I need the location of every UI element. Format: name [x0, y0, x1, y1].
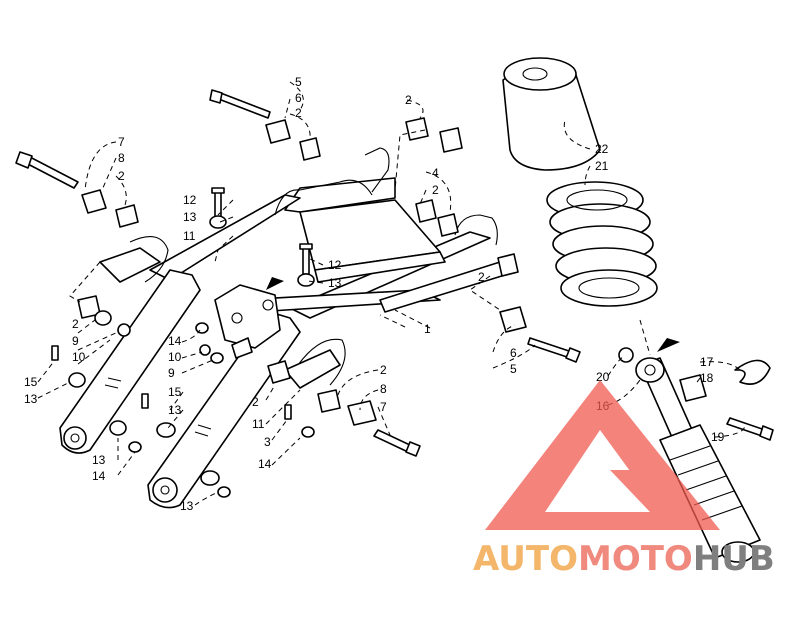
bolt-upper-pivot	[209, 89, 271, 119]
callout-9-left: 9	[72, 334, 79, 348]
callout-14-bottom: 14	[258, 457, 272, 471]
callout-12-top: 12	[183, 193, 197, 207]
callout-13-top: 13	[183, 210, 197, 224]
bump-stop-part	[502, 57, 601, 171]
callout-18: 18	[700, 371, 714, 385]
washers-and-nuts	[51, 215, 634, 498]
callout-6-right: 6	[510, 346, 517, 360]
callout-2-center: 2	[252, 395, 259, 409]
bolt-shock-upper	[527, 337, 581, 363]
callout-21: 21	[595, 159, 609, 173]
callout-2-top: 2	[295, 106, 302, 120]
callout-11-center: 11	[252, 417, 265, 431]
callout-15-mid: 15	[168, 385, 182, 399]
callout-2-lower-right: 2	[380, 363, 387, 377]
callout-1: 1	[424, 322, 431, 336]
callout-7-left: 7	[118, 135, 125, 149]
callout-22: 22	[595, 142, 609, 156]
left-arm-part	[59, 236, 201, 454]
callout-13-left: 13	[24, 392, 38, 406]
callout-11-top: 11	[183, 229, 196, 243]
callout-13-lower-left: 13	[92, 453, 106, 467]
watermark-inner-mark-icon	[610, 470, 690, 512]
callout-10-mid: 10	[168, 350, 182, 364]
bushings	[77, 117, 707, 426]
bolt-right-lower	[373, 429, 421, 457]
callout-14-lower-left: 14	[92, 469, 106, 483]
watermark-word-auto: AUTO	[473, 539, 578, 579]
callout-15-left: 15	[24, 375, 38, 389]
coil-spring-part	[546, 181, 658, 307]
callout-19: 19	[711, 430, 725, 444]
callout-9-mid: 9	[168, 366, 175, 380]
center-bracket-part	[214, 277, 680, 359]
watermark-word-hub: HUB	[693, 539, 775, 579]
callout-10-left: 10	[72, 350, 86, 364]
callout-20: 20	[596, 370, 610, 384]
watermark-logo	[485, 380, 720, 530]
callout-13-mid: 13	[328, 276, 342, 290]
bolt-shock-lower	[726, 417, 774, 441]
callout-3: 3	[264, 435, 271, 449]
callout-5-right: 5	[510, 362, 517, 376]
main-frame-part	[149, 147, 506, 319]
callout-13-mid-b: 13	[168, 403, 182, 417]
callout-2-upper-right-b: 2	[432, 183, 439, 197]
right-arm-part	[147, 311, 346, 509]
callout-8-left: 8	[118, 151, 125, 165]
callout-13-bottom: 13	[180, 499, 194, 513]
callout-4: 4	[432, 166, 439, 180]
callout-2-right: 2	[478, 270, 485, 284]
callout-14-mid: 14	[168, 334, 182, 348]
callout-5-top: 5	[295, 75, 302, 89]
bolt-small-12-mid	[299, 243, 313, 275]
callout-2-lower-left: 2	[72, 317, 79, 331]
callout-2-left: 2	[118, 169, 125, 183]
bolt-left-pivot	[15, 151, 79, 189]
callout-2-upper-right: 2	[405, 93, 412, 107]
callout-8-lower-right: 8	[380, 382, 387, 396]
callout-6-top: 6	[295, 91, 302, 105]
bolt-small-12-top	[211, 187, 225, 219]
watermark-word-moto: MOTO	[578, 539, 693, 579]
shock-absorber-part	[635, 357, 771, 563]
callout-12-mid: 12	[328, 258, 342, 272]
callout-17: 17	[700, 355, 714, 369]
callout-7-lower-right: 7	[380, 400, 387, 414]
watermark-text: AUTOMOTOHUB	[473, 539, 775, 579]
